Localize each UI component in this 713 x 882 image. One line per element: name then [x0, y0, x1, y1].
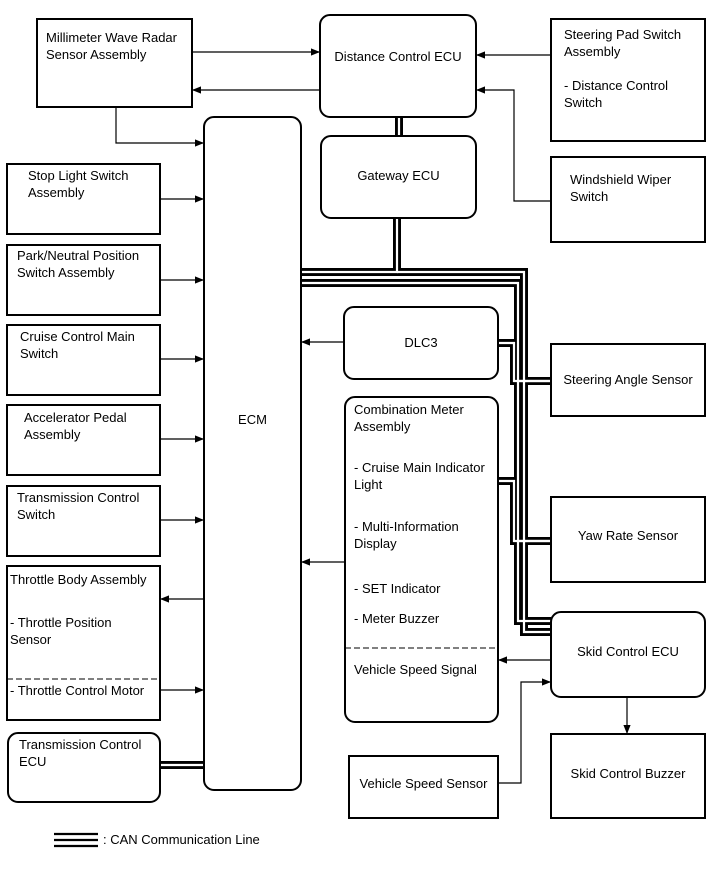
combo-sub1-label: - Cruise Main Indicator Light: [354, 460, 485, 492]
arrow-wiper-to-distance-ecu: [476, 86, 551, 202]
dlc3-box: [343, 306, 499, 380]
vehicle-speed-label: Vehicle Speed Sensor: [359, 776, 488, 791]
trans-ecu-label: Transmission Control ECU: [19, 737, 142, 769]
trans-switch-label: Transmission Control Switch: [17, 490, 140, 522]
arrow-radar-to-ecm: [115, 107, 204, 147]
yaw-rate-box: [550, 496, 706, 583]
combo-sub3-label: - SET Indicator: [354, 581, 441, 596]
steering-angle-label: Steering Angle Sensor: [563, 372, 693, 387]
stop-light-label: Stop Light Switch Assembly: [28, 168, 129, 200]
cruise-main-box: [6, 324, 161, 396]
trans-switch-box: [6, 485, 161, 557]
radar-box: [36, 18, 193, 108]
trans-ecu-box: [7, 732, 161, 803]
throttle-sub2-label: - Throttle Control Motor: [10, 683, 145, 698]
park-neutral-box: [6, 244, 161, 316]
cruise-main-label: Cruise Control Main Switch: [20, 329, 135, 361]
park-neutral-label: Park/Neutral Position Switch Assembly: [17, 248, 140, 280]
gateway-box: [320, 135, 477, 219]
throttle-label: Throttle Body Assembly: [10, 572, 147, 587]
throttle-box: [6, 565, 161, 721]
distance-ecu-label: Distance Control ECU: [334, 49, 462, 64]
distance-ecu-box: [319, 14, 477, 118]
skid-buzzer-label: Skid Control Buzzer: [570, 766, 686, 781]
gateway-label: Gateway ECU: [357, 168, 440, 183]
dlc3-label: DLC3: [404, 335, 438, 350]
legend-text: : CAN Communication Line: [103, 832, 260, 847]
skid-ecu-box: [550, 611, 706, 698]
accel-pedal-box: [6, 404, 161, 476]
can-bus-lines: [160, 117, 551, 769]
combo-meter-label: Combination Meter Assembly: [354, 402, 464, 434]
yaw-rate-label: Yaw Rate Sensor: [577, 528, 679, 543]
legend-can-symbol: [54, 832, 98, 848]
vehicle-speed-box: [348, 755, 499, 819]
steering-pad-sub-label: - Distance Control Switch: [564, 78, 669, 110]
skid-ecu-label: Skid Control ECU: [577, 644, 679, 659]
skid-buzzer-box: [550, 733, 706, 819]
throttle-sub1-label: - Throttle Position Sensor: [10, 615, 112, 647]
steering-pad-box: [550, 18, 706, 142]
steering-angle-box: [550, 343, 706, 417]
wiper-box: [550, 156, 706, 243]
combo-sub4-label: - Meter Buzzer: [354, 611, 440, 626]
combo-sub5-label: Vehicle Speed Signal: [354, 662, 477, 677]
stop-light-box: [6, 163, 161, 235]
accel-pedal-label: Accelerator Pedal Assembly: [24, 410, 127, 442]
combo-meter-box: [344, 396, 499, 723]
steering-pad-label: Steering Pad Switch Assembly: [564, 27, 682, 59]
radar-label: Millimeter Wave Radar Sensor Assembly: [46, 30, 177, 62]
combo-sub2-label: - Multi-Information Display: [354, 519, 459, 551]
wiper-label: Windshield Wiper Switch: [570, 172, 672, 204]
ecm-box: [203, 116, 302, 791]
ecm-label: ECM: [238, 412, 267, 427]
arrow-speed-sensor-to-skid: [498, 678, 551, 784]
